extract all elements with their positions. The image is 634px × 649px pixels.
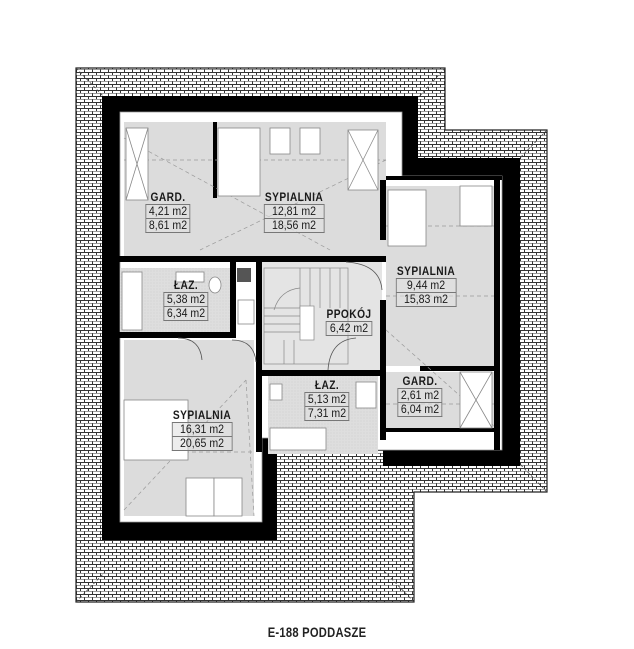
gross-area: 20,65 m2 bbox=[171, 437, 233, 451]
net-area: 12,81 m2 bbox=[263, 204, 325, 219]
room-name: SYPIALNIA bbox=[172, 408, 232, 422]
room-lazienka-2: ŁAZ. 5,13 m2 7,31 m2 bbox=[301, 378, 352, 421]
room-name: ŁAZ. bbox=[314, 378, 340, 392]
furniture bbox=[121, 127, 493, 517]
room-name: GARD. bbox=[402, 374, 438, 388]
gross-area: 6,34 m2 bbox=[163, 307, 209, 321]
net-area: 2,61 m2 bbox=[397, 388, 443, 403]
vent bbox=[237, 268, 251, 282]
net-area: 16,31 m2 bbox=[171, 422, 233, 437]
room-name: ŁAZ. bbox=[173, 278, 199, 292]
gross-area: 8,61 m2 bbox=[145, 219, 191, 233]
room-name: GARD. bbox=[150, 190, 186, 204]
bathtub-1 bbox=[121, 271, 143, 331]
room-gard-1: GARD. 4,21 m2 8,61 m2 bbox=[142, 190, 193, 233]
room-name: SYPIALNIA bbox=[264, 190, 324, 204]
gross-area: 15,83 m2 bbox=[395, 293, 457, 307]
gross-area: 6,04 m2 bbox=[397, 403, 443, 417]
room-sypialnia-3: SYPIALNIA 16,31 m2 20,65 m2 bbox=[168, 408, 237, 451]
net-area: 4,21 m2 bbox=[145, 204, 191, 219]
room-lazienka-1: ŁAZ. 5,38 m2 6,34 m2 bbox=[160, 278, 211, 321]
gross-area: 7,31 m2 bbox=[304, 407, 350, 421]
net-area: 5,38 m2 bbox=[163, 292, 209, 307]
room-gard-2: GARD. 2,61 m2 6,04 m2 bbox=[394, 374, 445, 417]
bed-1 bbox=[217, 127, 261, 197]
net-area: 9,44 m2 bbox=[395, 278, 457, 293]
room-name: PPOKÓJ bbox=[326, 307, 372, 321]
room-sypialnia-2: SYPIALNIA 9,44 m2 15,83 m2 bbox=[392, 264, 461, 307]
gross-area: 18,56 m2 bbox=[263, 219, 325, 233]
door-swings bbox=[177, 261, 383, 371]
staircase bbox=[263, 267, 349, 365]
net-area: 6,42 m2 bbox=[325, 321, 373, 336]
net-area: 5,13 m2 bbox=[304, 392, 350, 407]
bathtub-2 bbox=[269, 427, 327, 451]
room-ppokoj: PPOKÓJ 6,42 m2 bbox=[322, 307, 375, 336]
room-name: SYPIALNIA bbox=[396, 264, 456, 278]
plan-caption: E-188 PODDASZE bbox=[267, 624, 367, 640]
room-sypialnia-1: SYPIALNIA 12,81 m2 18,56 m2 bbox=[260, 190, 329, 233]
